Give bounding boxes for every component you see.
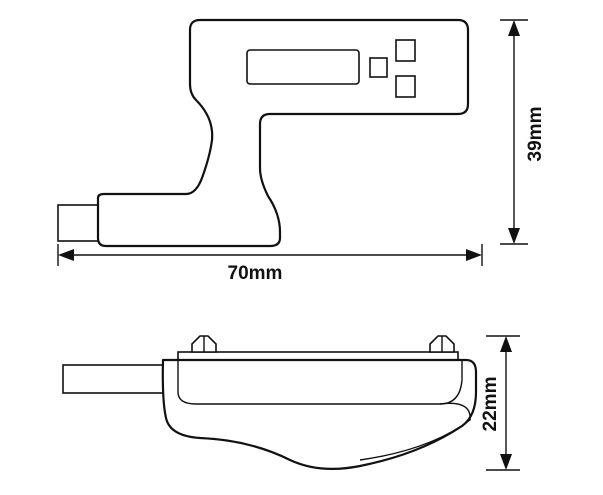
side-view (62, 335, 478, 470)
depth-arrow-bottom (500, 454, 512, 470)
button-top (395, 39, 416, 62)
lcd-display (246, 49, 360, 85)
height-arrow-bottom (508, 228, 520, 244)
button-bottom (395, 75, 416, 98)
width-arrow-right (466, 249, 482, 261)
button-left (369, 57, 388, 78)
width-arrow-left (58, 249, 74, 261)
depth-dimension: 22mm (480, 335, 520, 471)
front-view (57, 18, 470, 248)
height-dimension: 39mm (500, 19, 546, 245)
height-label: 39mm (525, 107, 546, 162)
width-label: 70mm (228, 263, 283, 284)
probe-tip (57, 204, 101, 242)
side-bottom-curve (359, 402, 471, 461)
side-housing (161, 358, 478, 470)
depth-arrow-top (500, 336, 512, 352)
width-dimension: 70mm (57, 244, 483, 284)
top-plate (177, 351, 459, 361)
height-arrow-top (508, 20, 520, 36)
depth-label: 22mm (480, 377, 501, 432)
side-probe (62, 364, 164, 394)
side-housing-inner (177, 360, 463, 405)
